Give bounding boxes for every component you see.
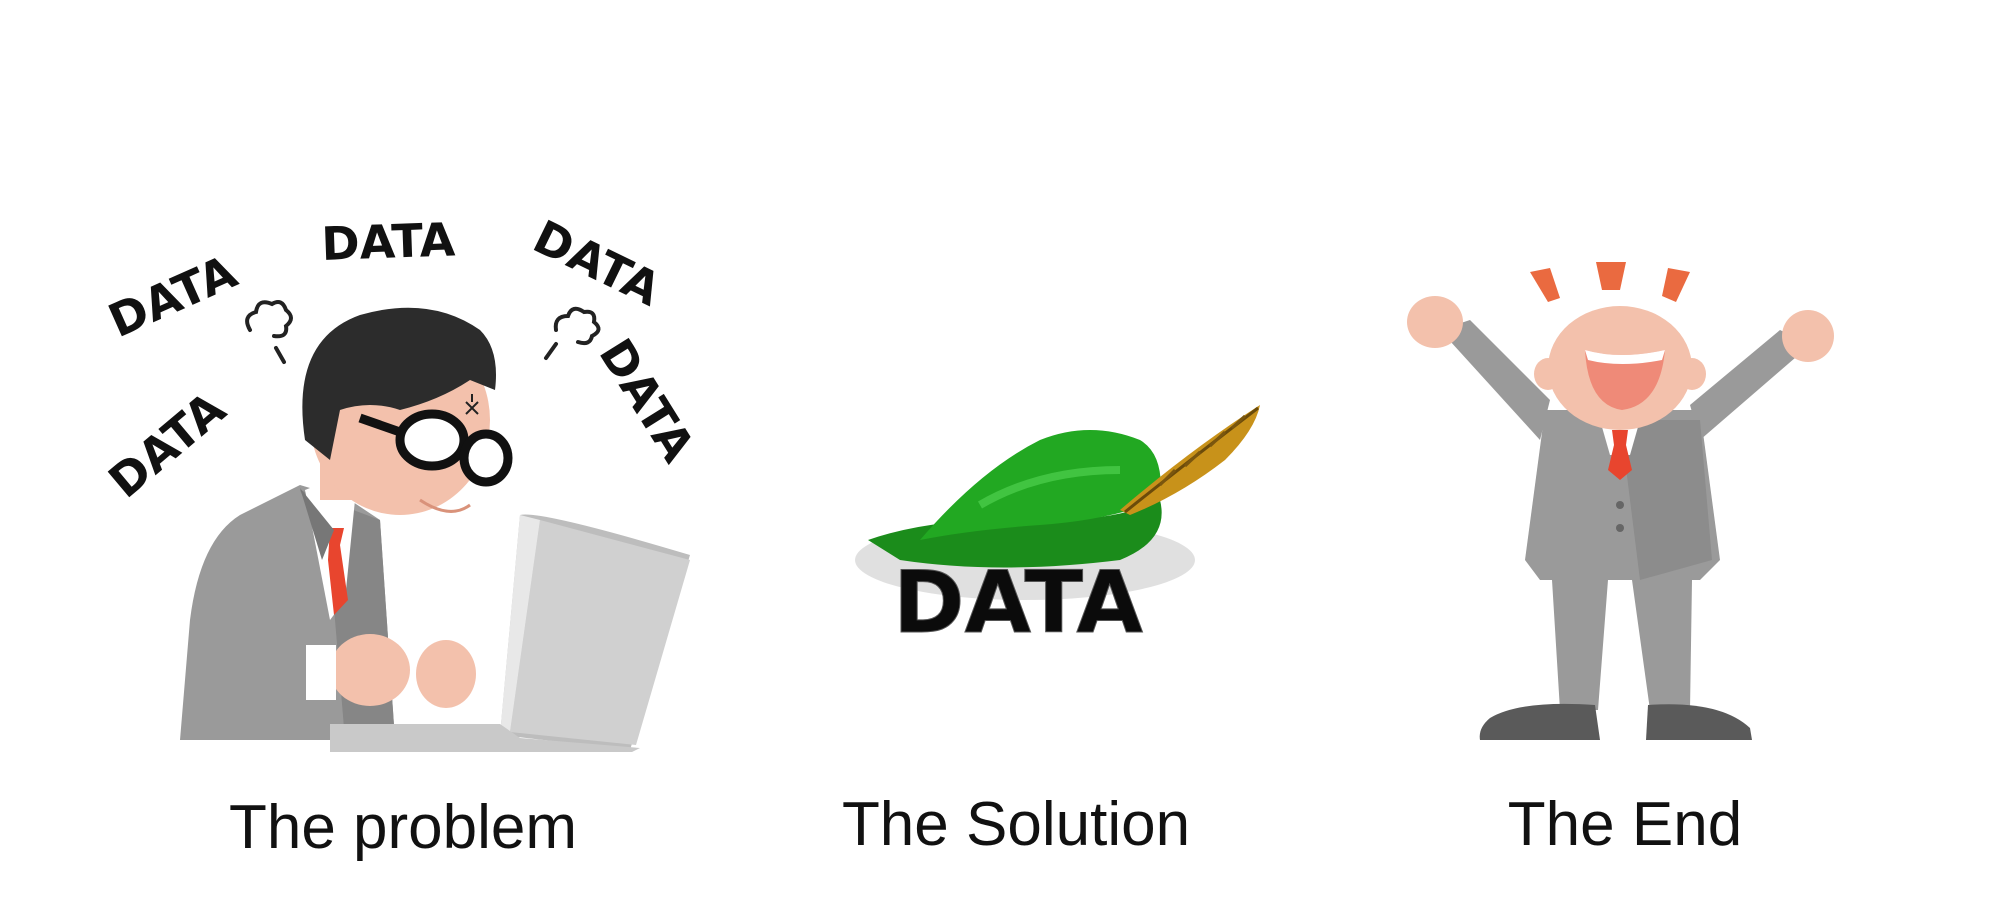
raised-fist-left: [1407, 296, 1463, 348]
frustration-puff-left-icon: [245, 300, 293, 364]
celebration-burst-icon: [1530, 262, 1690, 302]
shoe-right: [1646, 704, 1752, 740]
hat-brim: [868, 500, 1162, 568]
panel-problem: DATA DATA DATA DATA DATA: [98, 209, 705, 752]
panel-end: [1407, 262, 1834, 740]
laptop-base: [330, 724, 640, 752]
arm-left: [1440, 320, 1550, 440]
open-mouth: [1585, 350, 1665, 410]
caption-problem: The problem: [229, 793, 577, 862]
worker-tie: [328, 528, 348, 615]
data-word-4: DATA: [98, 381, 235, 509]
anger-mark-icon: [465, 394, 479, 415]
arm-right: [1690, 330, 1810, 440]
shoe-left: [1479, 703, 1600, 740]
worker-hair: [302, 307, 496, 460]
data-word-5: DATA: [589, 329, 706, 471]
hat-data-label: DATA: [893, 553, 1143, 653]
celebrating-tie: [1608, 430, 1632, 480]
worker-fist-left: [330, 634, 410, 706]
frustration-puff-right-icon: [544, 306, 601, 360]
legs: [1552, 580, 1692, 710]
caption-solution: The Solution: [842, 790, 1190, 859]
panel-solution: DATA: [855, 405, 1260, 654]
laptop-icon: [330, 514, 690, 752]
hat-crown: [920, 430, 1161, 540]
data-word-3: DATA: [525, 209, 669, 316]
data-word-1: DATA: [101, 244, 245, 348]
feather-icon: [1120, 405, 1260, 515]
frustrated-worker: [180, 307, 513, 740]
glasses-icon: [358, 409, 513, 487]
worker-fist-right: [416, 640, 476, 708]
data-word-2: DATA: [320, 212, 456, 271]
raised-fist-right: [1782, 310, 1834, 362]
caption-end: The End: [1508, 790, 1742, 859]
